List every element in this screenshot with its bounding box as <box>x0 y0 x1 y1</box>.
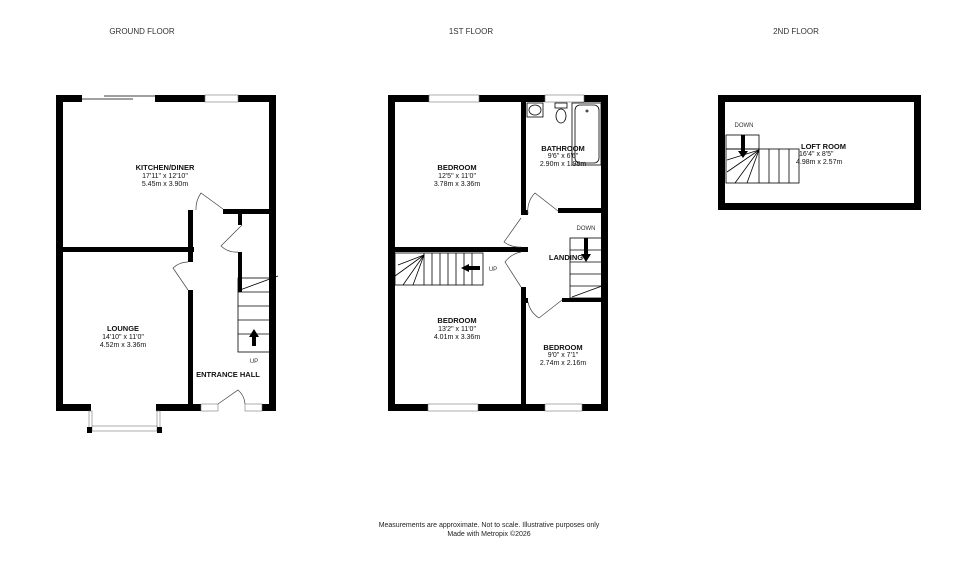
room-landing: LANDING <box>549 253 583 262</box>
room-name: LOUNGE <box>107 324 139 333</box>
first-floor-plan: UP DOWN BEDROOM 12'5" x 11'0" 3.78m x 3.… <box>388 94 608 412</box>
room-bedroom-2: BEDROOM 13'2" x 11'0" 4.01m x 3.36m <box>434 316 480 341</box>
second-floor-title: 2ND FLOOR <box>773 27 819 36</box>
room-name: BEDROOM <box>437 316 476 325</box>
room-dimensions-metric: 3.78m x 3.36m <box>434 181 480 188</box>
room-entrance-hall: ENTRANCE HALL <box>196 370 260 379</box>
room-dimensions-imperial: 13'2" x 11'0" <box>438 326 476 333</box>
room-name: BEDROOM <box>437 163 476 172</box>
room-dimensions-metric: 2.90m x 1.98m <box>540 161 586 168</box>
room-dimensions-imperial: 14'10" x 11'0" <box>102 334 144 341</box>
room-dimensions-metric: 4.98m x 2.57m <box>796 159 842 166</box>
first-floor-title: 1ST FLOOR <box>449 27 494 36</box>
arrow-left-icon <box>461 264 480 272</box>
room-dimensions-metric: 4.52m x 3.36m <box>100 342 146 349</box>
toilet-icon <box>555 108 567 124</box>
arrow-down-icon <box>738 135 748 158</box>
room-kitchen-diner: KITCHEN/DINER 17'11" x 12'10" 5.45m x 3.… <box>136 163 195 188</box>
first-floor-stairs-down <box>569 237 603 299</box>
room-bathroom: BATHROOM 9'6" x 6'6" 2.90m x 1.98m <box>540 144 586 168</box>
loft-stairs <box>725 134 800 184</box>
stairs-up-label: UP <box>250 359 258 365</box>
ground-stairs <box>237 275 279 353</box>
room-dimensions-metric: 5.45m x 3.90m <box>142 181 188 188</box>
room-name: KITCHEN/DINER <box>136 163 195 172</box>
credit-text: Made with Metropix ©2026 <box>447 530 530 538</box>
room-dimensions-imperial: 9'0" x 7'1" <box>548 352 579 359</box>
arrow-down-icon <box>581 238 591 262</box>
stairs-down-label: DOWN <box>735 123 754 129</box>
room-lounge: LOUNGE 14'10" x 11'0" 4.52m x 3.36m <box>100 324 146 349</box>
disclaimer-text: Measurements are approximate. Not to sca… <box>379 522 600 529</box>
ground-floor-title: GROUND FLOOR <box>109 27 175 36</box>
stairs-up-label: UP <box>489 267 497 273</box>
room-bedroom-3: BEDROOM 9'0" x 7'1" 2.74m x 2.16m <box>540 343 586 367</box>
window <box>204 94 239 103</box>
bay-window <box>91 425 158 432</box>
room-dimensions-metric: 4.01m x 3.36m <box>434 334 480 341</box>
arrow-up-icon <box>249 329 259 346</box>
room-name: LOFT ROOM <box>801 142 846 151</box>
ground-floor-plan: UP KITCHEN/DINER 17'11" x 12'10" 5.45m x… <box>56 94 279 433</box>
room-dimensions-imperial: 16'4" x 8'5" <box>799 151 834 158</box>
bathtub-icon <box>571 102 602 166</box>
second-floor-plan: DOWN LOFT ROOM 16'4" x 8'5" 4.98m x 2.57… <box>718 95 921 210</box>
room-name: BEDROOM <box>543 343 582 352</box>
room-loft-room: LOFT ROOM 16'4" x 8'5" 4.98m x 2.57m <box>796 142 846 166</box>
first-floor-stairs-up <box>394 252 484 286</box>
room-dimensions-metric: 2.74m x 2.16m <box>540 360 586 367</box>
room-dimensions-imperial: 12'5" x 11'0" <box>438 173 476 180</box>
room-bedroom-1: BEDROOM 12'5" x 11'0" 3.78m x 3.36m <box>434 163 480 188</box>
room-name: BATHROOM <box>541 144 585 153</box>
bathroom-fixtures <box>526 102 602 166</box>
room-dimensions-imperial: 9'6" x 6'6" <box>548 153 579 160</box>
stairs-down-label: DOWN <box>577 226 596 232</box>
room-dimensions-imperial: 17'11" x 12'10" <box>142 173 188 180</box>
sink-icon <box>528 104 542 116</box>
